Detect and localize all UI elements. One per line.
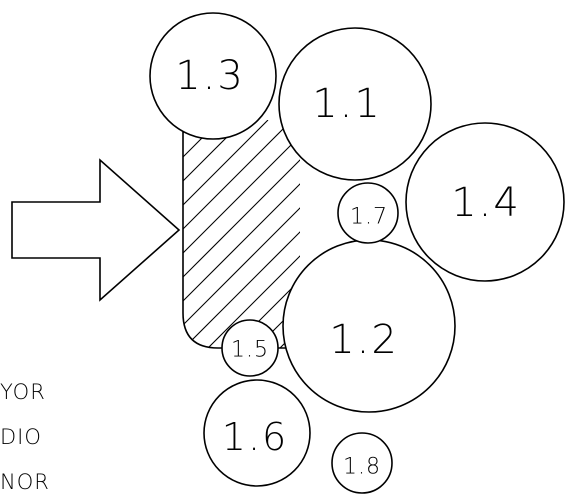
hatch-line [183, 120, 300, 348]
hatch-line [183, 120, 300, 348]
bubble-1-2: 1.2 [282, 239, 456, 413]
bubble-1-4-label: 1.4 [451, 180, 521, 226]
hatch-line [183, 120, 300, 348]
bubble-1-3-shape [149, 12, 277, 140]
hatch-line [0, 120, 148, 380]
bubble-1-8: 1.8 [331, 432, 393, 494]
legend: YOR DIO NOR [0, 380, 50, 494]
bubble-1-7-label: 1.7 [350, 205, 388, 230]
bubble-1-6-shape [203, 379, 311, 487]
hatch-line [183, 120, 300, 348]
bubble-1-7-shape [337, 182, 399, 244]
bubble-1-8-label: 1.8 [343, 455, 381, 480]
hatch-line [183, 120, 300, 348]
bubble-1-6: 1.6 [203, 379, 311, 487]
bubble-1-8-shape [331, 432, 393, 494]
bubble-1-7: 1.7 [337, 182, 399, 244]
bubble-1-5-shape [221, 319, 279, 377]
hatch-line [0, 120, 100, 380]
entry-arrow-icon [11, 158, 181, 302]
bubble-1-4: 1.4 [405, 122, 565, 282]
bubble-1-6-label: 1.6 [222, 415, 288, 459]
bubble-1-1-shape [278, 27, 432, 181]
bubble-1-3-label: 1.3 [175, 53, 245, 99]
bubble-1-4-shape [405, 122, 565, 282]
hatch-line [183, 120, 300, 348]
legend-line-1: YOR [0, 380, 46, 404]
bubble-1-1: 1.1 [278, 27, 432, 181]
bubble-1-5: 1.5 [221, 319, 279, 377]
hatch-line [183, 120, 269, 348]
hatched-region-outline [182, 120, 300, 349]
legend-line-2: DIO [0, 425, 42, 449]
hatch-line [183, 120, 293, 348]
bubble-1-3: 1.3 [149, 12, 277, 140]
hatch-line [183, 120, 221, 348]
hatch-line [0, 120, 124, 380]
bubble-1-5-label: 1.5 [231, 338, 269, 363]
hatch-line [183, 120, 245, 348]
legend-line-3: NOR [0, 470, 50, 494]
hatch-line [183, 120, 197, 348]
hatch-line [0, 120, 172, 380]
bubble-1-1-label: 1.1 [312, 81, 382, 127]
bubble-1-2-label: 1.2 [329, 317, 399, 363]
